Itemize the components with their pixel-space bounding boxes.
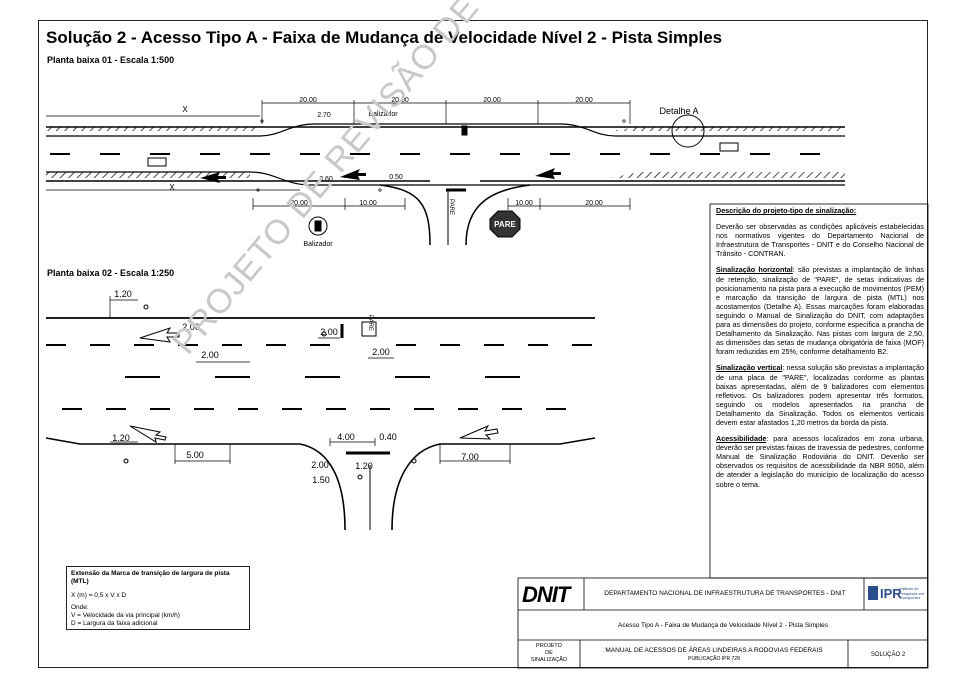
ipr-logo: IPR bbox=[880, 586, 902, 601]
proj-line2: DE bbox=[545, 650, 553, 656]
p2-d200e: 2.00 bbox=[311, 460, 329, 470]
balizador-bottom-label: Balizador bbox=[303, 241, 333, 248]
p2-d120c: 1.20 bbox=[355, 461, 373, 471]
balizador-top-label: Balizador bbox=[368, 111, 398, 118]
ipr-logo-icon bbox=[868, 586, 878, 600]
dim-x-bottom: X bbox=[169, 183, 175, 192]
dim-10-b: 10.00 bbox=[515, 200, 533, 207]
plan1-dimensions bbox=[46, 100, 631, 210]
hatch-bottom-left bbox=[46, 172, 250, 178]
dim-050: 0.50 bbox=[389, 174, 403, 181]
p2-d200c: 2.00 bbox=[320, 327, 338, 337]
plan2-label: Planta baixa 02 - Escala 1:250 bbox=[47, 268, 175, 278]
formula-d: D = Largura da faixa adicional bbox=[71, 620, 158, 627]
p2-d150: 1.50 bbox=[312, 475, 330, 485]
dim-20-b: 20.00 bbox=[391, 97, 409, 104]
desc-horizontal: : são previstas a implantação de linhas … bbox=[716, 265, 925, 357]
p2-d500: 5.00 bbox=[186, 450, 204, 460]
formula-v: V = Velocidade da via principal (km/h) bbox=[71, 612, 180, 619]
hatch-top-left bbox=[46, 127, 260, 131]
desc-h-access: Acessibilidade bbox=[716, 434, 767, 444]
manual-name: MANUAL DE ACESSOS DE ÁREAS LINDEIRAS A R… bbox=[605, 647, 823, 654]
pare-road-2: PARE bbox=[367, 315, 373, 331]
desc-heading: Descrição do projeto-tipo de sinalização… bbox=[716, 206, 857, 215]
plan1-road bbox=[46, 114, 845, 246]
desc-access: : para acessos localizados em zona urban… bbox=[716, 434, 924, 489]
p2-d200b: 2.00 bbox=[201, 350, 219, 360]
dim-270: 2.70 bbox=[317, 112, 331, 119]
p2-d400: 4.00 bbox=[337, 432, 355, 442]
pare-road-1: PARE bbox=[448, 199, 454, 215]
hatch-bottom-right bbox=[610, 172, 845, 178]
dim-20-c: 20.00 bbox=[483, 97, 501, 104]
drawing-name: Acesso Tipo A - Faixa de Mudança de Velo… bbox=[618, 622, 828, 629]
title-block bbox=[517, 577, 929, 669]
publication: PUBLICAÇÃO IPR 728 bbox=[688, 656, 740, 662]
p2-d120b: 1.20 bbox=[112, 433, 130, 443]
plan2-dimensions bbox=[109, 296, 511, 464]
description-panel: Descrição do projeto-tipo de sinalização… bbox=[716, 206, 924, 496]
p2-d200a: 2.00 bbox=[182, 322, 200, 332]
pare-sign-text: PARE bbox=[494, 220, 516, 229]
formula-where: Onde: bbox=[71, 604, 89, 611]
plan2-road bbox=[45, 304, 596, 531]
p2-d120a: 1.20 bbox=[114, 289, 132, 299]
ipr-subtitle: Instituto de Pesquisas em Transportes bbox=[899, 586, 925, 600]
dim-20-d: 20.00 bbox=[575, 97, 593, 104]
formula-title: Extensão da Marca de transição de largur… bbox=[71, 570, 230, 585]
dim-10-a: 10.00 bbox=[359, 200, 377, 207]
dept-name: DEPARTAMENTO NACIONAL DE INFRAESTRUTURA … bbox=[604, 590, 846, 597]
solution-label: SOLUÇÃO 2 bbox=[870, 652, 906, 658]
p2-d040: 0.40 bbox=[379, 432, 397, 442]
formula-eq: X (m) = 0,5 x V x D bbox=[71, 592, 127, 599]
balizador-icon bbox=[308, 216, 328, 236]
proj-line3: SINALIZAÇÃO bbox=[530, 657, 568, 663]
p2-d700: 7.00 bbox=[461, 452, 479, 462]
dim-20-f: 20.00 bbox=[585, 200, 603, 207]
desc-vertical: : nessa solução são previstas a implanta… bbox=[716, 363, 924, 427]
hatch-top-right bbox=[610, 127, 845, 131]
desc-intro: Deverão ser observadas as condições apli… bbox=[716, 222, 924, 259]
dim-x-top: X bbox=[182, 105, 188, 114]
dim-20-e: 20.00 bbox=[290, 200, 308, 207]
dnit-logo: DNIT bbox=[522, 582, 570, 607]
dim-360: 3.60 bbox=[319, 176, 333, 183]
formula-box: Extensão da Marca de transição de largur… bbox=[66, 566, 250, 630]
page-title: Solução 2 - Acesso Tipo A - Faixa de Mud… bbox=[46, 28, 723, 47]
desc-h-horizontal: Sinalização horizontal bbox=[716, 265, 793, 275]
dim-20-a: 20.00 bbox=[299, 97, 317, 104]
detail-a-label: Detalhe A bbox=[659, 106, 698, 116]
plan1-label: Planta baixa 01 - Escala 1:500 bbox=[47, 55, 175, 65]
proj-line1: PROJETO bbox=[536, 643, 562, 649]
drawing-frame bbox=[38, 20, 928, 668]
pare-sign-icon: PARE bbox=[489, 210, 521, 238]
desc-h-vertical: Sinalização vertical bbox=[716, 363, 783, 373]
proj-label: PROJETO DE SINALIZAÇÃO bbox=[518, 643, 580, 664]
p2-d200d: 2.00 bbox=[372, 347, 390, 357]
